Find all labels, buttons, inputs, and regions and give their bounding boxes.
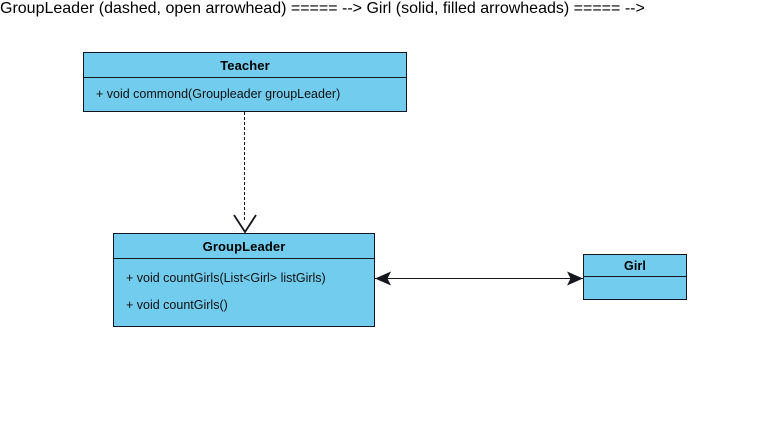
dependency-arrowhead-icon [233,214,257,234]
association-arrowhead-right-icon [567,271,583,286]
uml-class-teacher[interactable]: Teacher + void commond(Groupleader group… [83,52,407,112]
uml-class-groupleader[interactable]: GroupLeader + void countGirls(List<Girl>… [113,233,375,327]
uml-member-groupleader-countgirls: + void countGirls() [126,297,228,312]
uml-class-girl[interactable]: Girl [583,254,687,300]
uml-class-title-teacher: Teacher [84,53,406,78]
uml-member-teacher-commond: + void commond(Groupleader groupLeader) [96,87,341,102]
uml-class-title-girl: Girl [584,255,686,277]
association-line-groupleader-girl [375,278,583,279]
uml-class-body-teacher: + void commond(Groupleader groupLeader) [84,78,406,111]
uml-class-body-girl [584,277,686,299]
association-arrowhead-left-icon [375,271,391,286]
uml-class-body-groupleader: + void countGirls(List<Girl> listGirls) … [114,259,374,326]
uml-member-groupleader-countgirls-list: + void countGirls(List<Girl> listGirls) [126,271,326,285]
dependency-line-teacher-groupleader [244,112,245,220]
uml-class-title-groupleader: GroupLeader [114,234,374,259]
